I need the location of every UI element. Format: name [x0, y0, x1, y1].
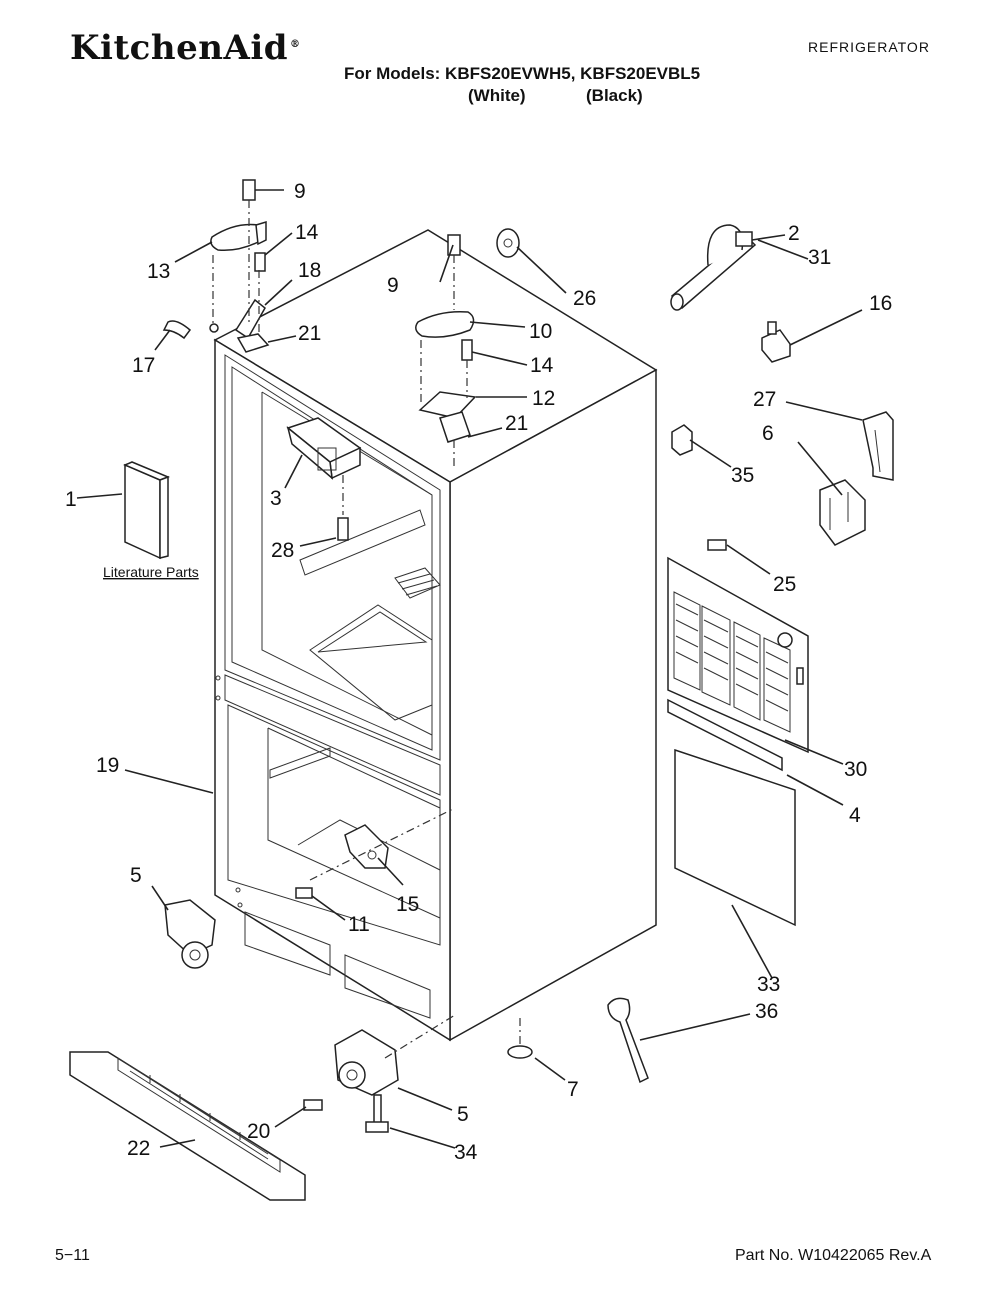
- callout-28: 28: [271, 539, 294, 562]
- callout-30: 30: [844, 758, 867, 781]
- water-tube: [670, 224, 757, 311]
- part-5-roller-left: [164, 899, 216, 969]
- control-housing: [286, 417, 362, 480]
- callout-numbers: 1 2 3 4 5 5 6 7 9 9 10 11 12 13 14 14 15…: [65, 180, 892, 1164]
- part-25-screw: [707, 539, 727, 551]
- part-11-screw: [295, 887, 313, 899]
- callout-13: 13: [147, 260, 170, 283]
- part-20-screw: [303, 1099, 323, 1111]
- literature-parts-label: Literature Parts: [103, 564, 199, 580]
- variant-white: (White): [468, 86, 526, 105]
- callout-22: 22: [127, 1137, 150, 1160]
- callout-9-left: 9: [294, 180, 306, 203]
- callout-18: 18: [298, 259, 321, 282]
- callout-14-left: 14: [295, 221, 319, 244]
- callout-16: 16: [869, 292, 892, 315]
- callout-20: 20: [247, 1120, 270, 1143]
- callout-21-center: 21: [505, 412, 528, 435]
- callout-34: 34: [454, 1141, 478, 1164]
- callout-19: 19: [96, 754, 119, 777]
- callout-27: 27: [753, 388, 776, 411]
- rear-access-panel: [667, 556, 809, 754]
- part-33-panel: [674, 748, 796, 927]
- roller: [496, 228, 520, 258]
- callout-25: 25: [773, 573, 796, 596]
- part-4-strip: [667, 698, 783, 772]
- part-6-relay: [819, 479, 866, 546]
- callout-31: 31: [808, 246, 831, 269]
- part-number: Part No. W10422065 Rev.A: [735, 1247, 932, 1264]
- models-heading: For Models: KBFS20EVWH5, KBFS20EVBL5: [344, 64, 701, 83]
- callout-1: 1: [65, 488, 77, 511]
- callout-6: 6: [762, 422, 774, 445]
- callout-11: 11: [348, 913, 370, 936]
- literature-book: [123, 461, 171, 560]
- callout-9-center: 9: [387, 274, 399, 297]
- top-left-hinge-parts: [162, 179, 270, 353]
- callout-2: 2: [788, 222, 800, 245]
- callout-14-center: 14: [530, 354, 554, 377]
- part-35-block: [671, 424, 693, 456]
- callout-36: 36: [755, 1000, 778, 1023]
- part-16-clip: [761, 321, 791, 363]
- callout-17: 17: [132, 354, 155, 377]
- callout-15: 15: [396, 893, 419, 916]
- callout-3: 3: [270, 487, 282, 510]
- part-22-base-grille: [69, 1051, 306, 1201]
- callout-4: 4: [849, 804, 861, 827]
- variant-black: (Black): [586, 86, 643, 105]
- callout-10: 10: [529, 320, 552, 343]
- appliance-category: REFRIGERATOR: [808, 39, 930, 55]
- part-15-bracket: [309, 807, 456, 881]
- brand-logo: KitchenAid®: [70, 28, 301, 68]
- top-center-hinge-parts: [415, 234, 477, 470]
- callout-5-left: 5: [130, 864, 142, 887]
- leader-lines: [76, 189, 863, 1149]
- callout-12: 12: [532, 387, 555, 410]
- callout-5-bottom: 5: [457, 1103, 469, 1126]
- callout-21-left: 21: [298, 322, 321, 345]
- part-28-screw: [337, 475, 349, 541]
- callout-7: 7: [567, 1078, 579, 1101]
- part-5-roller-bottom: [334, 1014, 456, 1096]
- callout-26: 26: [573, 287, 596, 310]
- callout-33: 33: [757, 973, 780, 996]
- part-34-leveling-leg: [365, 1094, 389, 1133]
- part-7-foot: [507, 1018, 533, 1059]
- page-number: 5−11: [55, 1247, 90, 1264]
- cabinet: [213, 229, 658, 1042]
- part-27-bracket: [862, 411, 894, 481]
- callout-35: 35: [731, 464, 754, 487]
- part-36-tool: [607, 997, 649, 1084]
